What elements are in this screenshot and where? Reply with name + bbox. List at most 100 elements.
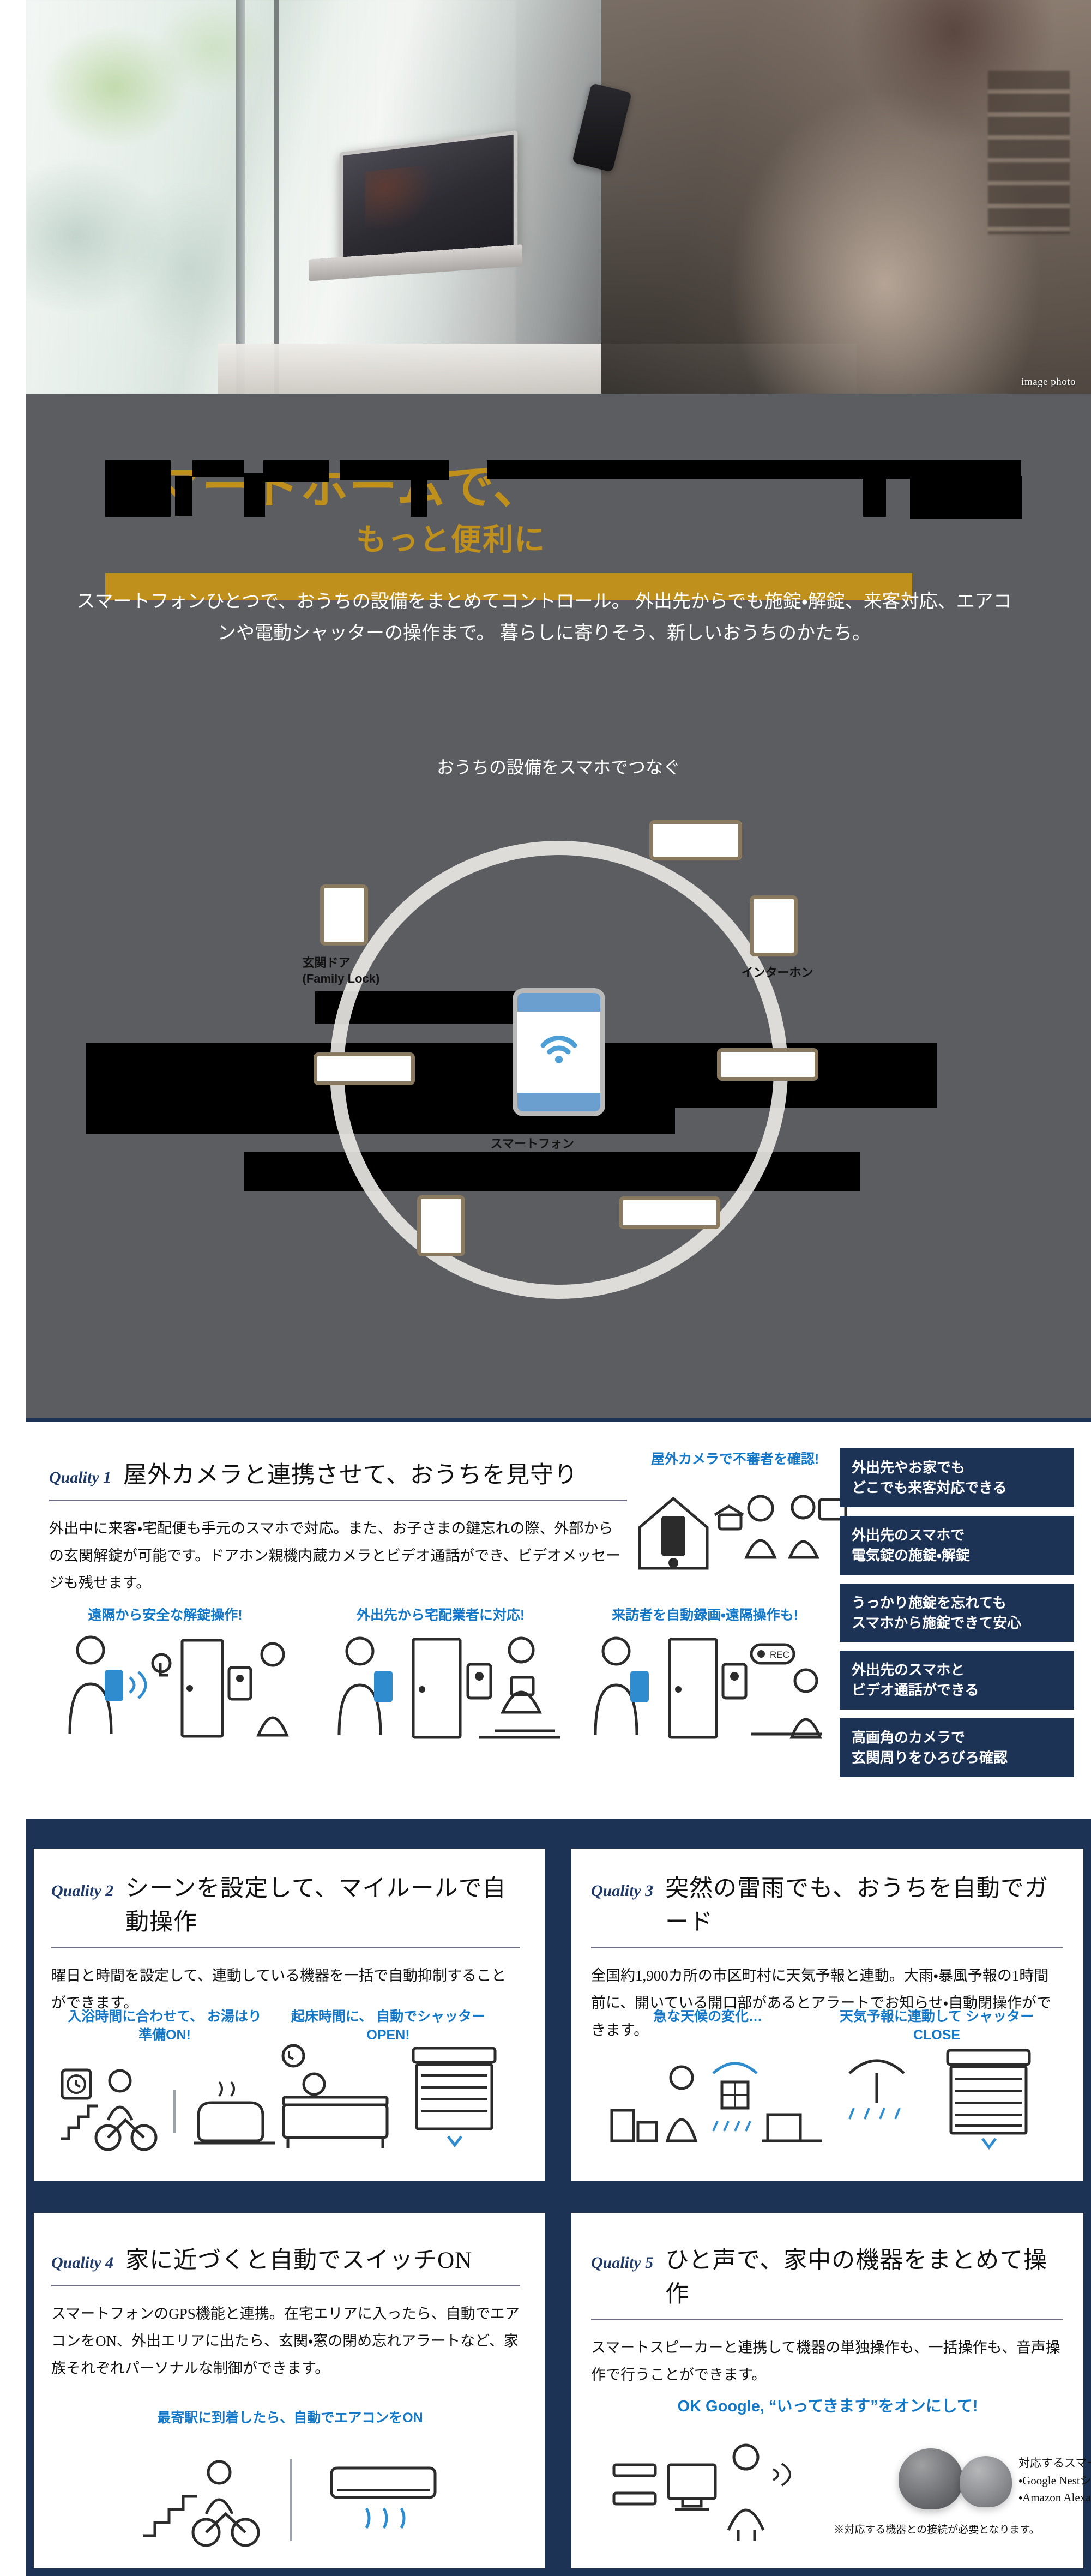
speaker-device-right	[960, 2456, 1012, 2507]
quality-2-title: シーンを設定して、マイルールで自動操作	[125, 1876, 507, 1935]
house-camera-illustration	[623, 1476, 852, 1585]
quality-3-caption-1: 急な天候の変化…	[653, 2009, 762, 2024]
quality-4-heading: Quality 4 家に近づくと自動でスイッチON	[51, 2241, 520, 2275]
divider-q2-q3-bottom	[26, 2181, 1091, 2213]
divider-right-edge-q23	[1083, 1819, 1091, 2213]
diagram-label-center: スマートフォン	[490, 1137, 574, 1151]
illustration-sudden-weather	[604, 2051, 833, 2155]
quality-5-body: スマートスピーカーと連携して機器の単独操作も、一括操作も、音声操作で行うことがで…	[591, 2339, 1060, 2383]
quality-3-heading: Quality 3 突然の雷雨でも、おうちを自動でガード	[591, 1869, 1063, 1937]
quality-4-rule	[51, 2285, 520, 2286]
illustration-remote-unlock	[59, 1630, 293, 1745]
illustration-gps-aircon	[137, 2444, 475, 2553]
feature-box: 外出先のスマホと ビデオ通話ができる	[840, 1651, 1074, 1710]
window-mullion-thin	[274, 0, 279, 394]
smart-speaker-photo	[899, 2448, 963, 2509]
quality-1-body: 外出中に来客・宅配便も手元のスマホで対応。また、お子さまの鍵忘れの際、外部からの…	[49, 1520, 621, 1591]
quality-2-card: Quality 2 シーンを設定して、マイルールで自動操作 曜日と時間を設定して…	[34, 1849, 545, 2181]
quality-5-heading: Quality 5 ひと声で、家中の機器をまとめて操作	[591, 2241, 1063, 2309]
quality-4-number: Quality 4	[51, 2254, 114, 2272]
wifi-icon	[540, 1036, 577, 1064]
quality-5-disclaimer: ※対応する機器との接続が必要となります。	[834, 2524, 1040, 2536]
supported-speakers-note: 対応するスマートスピーカー ・Google Nestシリーズ ・Amazon A…	[1018, 2457, 1091, 2504]
quality-3-number: Quality 3	[591, 1882, 654, 1900]
divider-top-q1	[26, 1418, 1091, 1422]
diagram-label-door: 玄関ドア (Family Lock)	[302, 956, 380, 985]
quality-4-caption-1: 最寄駅に到着したら、自動でエアコンをON	[157, 2410, 423, 2425]
divider-q2-q3-middle	[545, 1819, 571, 2213]
redaction-block	[411, 473, 427, 517]
quality-1-caption-1: 遠隔から安全な解錠操作!	[88, 1608, 243, 1623]
divider-left-edge-q45	[26, 2213, 34, 2576]
quality-5-title: ひと声で、家中の機器をまとめて操作	[665, 2248, 1048, 2307]
image-photo-caption: image photo	[1021, 376, 1076, 388]
illustration-voice-control	[610, 2433, 893, 2542]
window-mullion	[236, 0, 245, 394]
quality-1-card: Quality 1 屋外カメラと連携させて、おうちを見守り 外出中に来客・宅配便…	[26, 1422, 1091, 1819]
phone-bottom-bar	[517, 1093, 600, 1111]
quality-1-camera-caption: 屋外カメラで不審者を確認!	[650, 1452, 819, 1467]
divider-bottom-edge	[26, 2568, 1091, 2576]
redaction-block	[263, 460, 329, 482]
redaction-block	[105, 460, 171, 517]
quality-5-card: Quality 5 ひと声で、家中の機器をまとめて操作 スマートスピーカーと連携…	[571, 2213, 1091, 2568]
quality-1-number: Quality 1	[49, 1468, 112, 1486]
quality-5-number: Quality 5	[591, 2254, 654, 2272]
quality-5-caption-1: OK Google, “いってきます”をオンにして!	[677, 2398, 978, 2415]
illustration-bath-schedule	[56, 2057, 285, 2155]
quality-2-number: Quality 2	[51, 1882, 114, 1900]
hero-cta-text: おうちの設備をスマホでつなぐ	[436, 757, 681, 777]
redaction-block	[340, 460, 449, 480]
quality-5-rule	[591, 2319, 1063, 2320]
redaction-block	[863, 471, 886, 517]
redaction-block	[910, 476, 1022, 519]
illustration-forecast-shutter-close	[828, 2041, 1057, 2155]
phone-top-bar	[517, 993, 600, 1012]
hero-body-text: スマートフォンひとつで、おうちの設備をまとめてコントロール。 外出先からでも施錠…	[76, 591, 1012, 644]
quality-1-heading: Quality 1 屋外カメラと連携させて、おうちを見守り	[49, 1456, 627, 1490]
quality-1-caption-3: 来訪者を自動録画・遠隔操作も!	[612, 1608, 798, 1623]
quality-3-body: 全国約1,900カ所の市区町村に天気予報と連動。大雨・暴風予報の1時間前に、開い…	[591, 1967, 1052, 2038]
divider-left-edge-q23	[26, 1819, 34, 2213]
speaker-device-left	[899, 2448, 963, 2509]
quality-2-body: 曜日と時間を設定して、連動している機器を一括で自動抑制することができます。	[51, 1967, 507, 2011]
diagram-node-boiler	[618, 1196, 720, 1229]
quality-1-box-list: 外出先やお家でも どこでも来客対応できる 外出先のスマホで 電気錠の施錠・解錠 …	[840, 1448, 1074, 1778]
redaction-block	[175, 476, 192, 516]
quality-4-title: 家に近づくと自動でスイッチON	[125, 2248, 473, 2273]
diagram-node-lock	[417, 1195, 465, 1256]
diagram-node-aircon	[313, 1052, 415, 1085]
illustration-auto-record: REC	[588, 1630, 828, 1745]
diagram-node-intercom	[749, 895, 798, 956]
quality-3-title: 突然の雷雨でも、おうちを自動でガード	[665, 1876, 1048, 1935]
feature-box: 高画角のカメラで 玄関周りをひろびろ確認	[840, 1718, 1074, 1778]
svg-text:REC: REC	[770, 1650, 789, 1660]
quality-3-caption-2: 天気予報に連動して シャッターCLOSE	[839, 2009, 1034, 2043]
quality-3-rule	[591, 1947, 1063, 1948]
hero-title-line-3-bar	[105, 573, 912, 600]
feature-box: 外出先のスマホで 電気錠の施錠・解錠	[840, 1515, 1074, 1575]
hero-title-line-2: もっと便利に	[356, 522, 546, 557]
laptop-screen	[340, 130, 518, 265]
quality-3-card: Quality 3 突然の雷雨でも、おうちを自動でガード 全国約1,900カ所の…	[571, 1849, 1083, 2181]
diagram-node-shutter	[649, 820, 742, 860]
background-shelf	[987, 70, 1070, 234]
smart-home-diagram: 玄関ドア (Family Lock) インターホン スマートフォン	[281, 792, 837, 1348]
quality-4-body: スマートフォンのGPS機能と連携。在宅エリアに入ったら、自動でエアコンをON、外…	[51, 2306, 520, 2376]
quality-1-caption-2: 外出先から宅配業者に対応!	[356, 1608, 525, 1623]
quality-4-card: Quality 4 家に近づくと自動でスイッチON スマートフォンのGPS機能と…	[34, 2213, 545, 2568]
quality-1-title: 屋外カメラと連携させて、おうちを見守り	[123, 1462, 578, 1488]
divider-q4-q5-middle	[545, 2213, 571, 2576]
illustration-delivery-response	[331, 1630, 566, 1745]
quality-2-caption-2: 起床時間に、 自動でシャッターOPEN!	[291, 2009, 486, 2043]
quality-2-caption-1: 入浴時間に合わせて、 お湯はり準備ON!	[68, 2009, 262, 2043]
center-smartphone-icon	[512, 988, 605, 1116]
hero-band: スマートホームで、 もっと便利に スマートフォンひとつで、おうちの設備をまとめて…	[26, 394, 1091, 1418]
diagram-label-intercom: インターホン	[741, 966, 813, 979]
smart-speaker-photo-2	[960, 2456, 1012, 2507]
quality-1-rule	[49, 1500, 627, 1501]
divider-right-edge-q45	[1083, 2213, 1091, 2576]
feature-box: うっかり施錠を忘れても スマホから施錠できて安心	[840, 1583, 1074, 1642]
feature-box: 外出先やお家でも どこでも来客対応できる	[840, 1448, 1074, 1507]
